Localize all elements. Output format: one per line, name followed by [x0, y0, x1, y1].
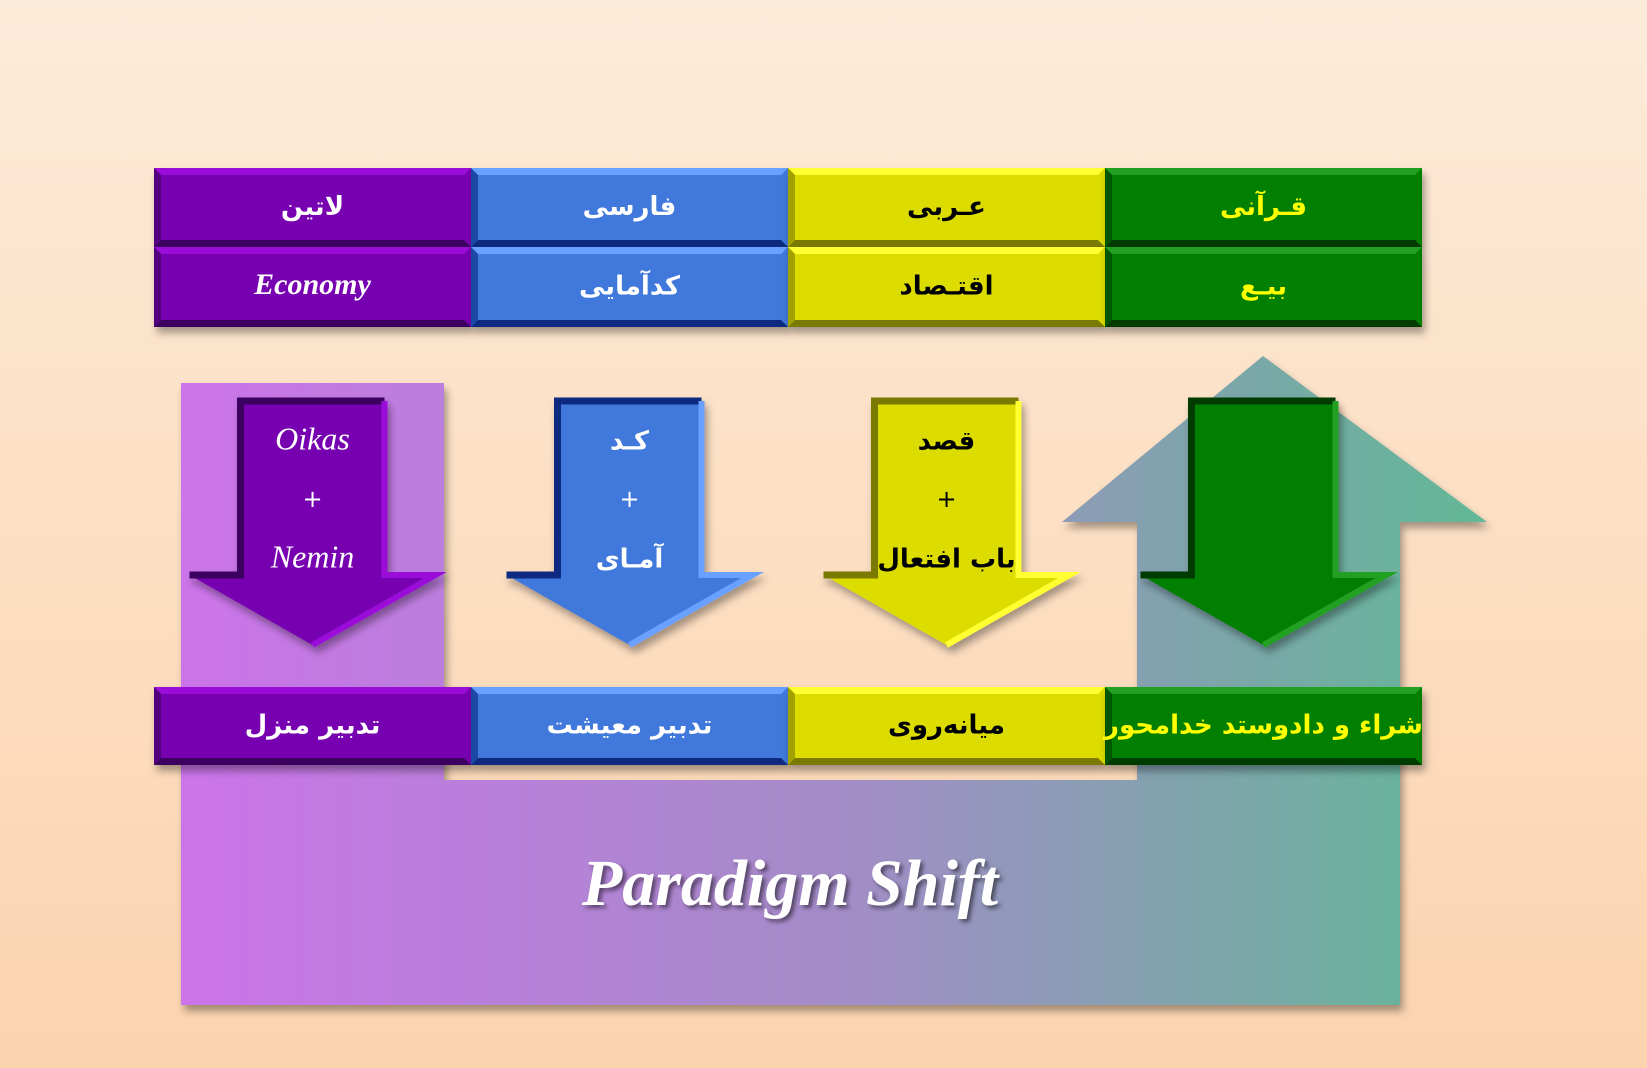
economy-term-2: اقتـصاد: [788, 247, 1105, 327]
bevel-top: [154, 247, 471, 254]
bevel-bottom: [471, 320, 788, 327]
language-header-3-box: [1105, 168, 1422, 247]
meaning-cell-0-box: [154, 687, 471, 765]
arrow-label: آمـای: [596, 543, 665, 575]
arrow-bevel: [1140, 397, 1336, 579]
economy-term-0: Economy: [154, 247, 471, 327]
arrow-bevel-light: [945, 401, 1081, 648]
language-header-2-label: عـربی: [907, 192, 986, 222]
economy-term-2-label: اقتـصاد: [899, 272, 993, 302]
arrow-bevel-light: [628, 401, 764, 648]
bevel-bottom: [788, 758, 1105, 765]
bevel-left: [1105, 687, 1112, 765]
down-arrow-1: کـد + آمـای: [506, 397, 764, 648]
bevel-left: [154, 687, 161, 765]
meaning-cell-2-box: [788, 687, 1105, 765]
economy-term-3: بیـع: [1105, 247, 1422, 327]
bevel-bottom: [788, 240, 1105, 247]
language-header-1: فارسی: [471, 168, 788, 247]
plus-sign: +: [936, 485, 956, 513]
down-arrow-0: Oikas + Nemin: [189, 397, 447, 648]
arrow-bevel-light: [311, 401, 447, 648]
economy-term-3-box: [1105, 247, 1422, 327]
bevel-left: [471, 687, 478, 765]
economy-term-1-label: کدآمایی: [579, 270, 681, 302]
down-arrow-shape: [506, 401, 753, 645]
bevel-left: [788, 168, 795, 247]
meaning-cell-1-box: [471, 687, 788, 765]
meaning-cell-0: تدبیر منزل: [154, 687, 471, 765]
bevel-top: [788, 247, 1105, 254]
bevel-left: [788, 247, 795, 327]
bevel-top: [471, 687, 788, 694]
meaning-cell-3-label: شراء و دادوستد خدامحور: [1102, 711, 1423, 741]
arrow-label: قصد: [918, 427, 976, 457]
bevel-top: [471, 247, 788, 254]
meaning-cell-3: شراء و دادوستد خدامحور: [1102, 687, 1423, 765]
bevel-bottom: [471, 758, 788, 765]
economy-term-3-label: بیـع: [1240, 272, 1287, 302]
language-header-2-box: [788, 168, 1105, 247]
paradigm-shift-title: Paradigm Shift: [581, 847, 1000, 920]
economy-term-1: کدآمایی: [471, 247, 788, 327]
meaning-cell-2: میانه‌روی: [788, 687, 1105, 765]
down-arrow-2: قصد + باب افتعال: [823, 397, 1081, 648]
bevel-top: [471, 168, 788, 175]
down-arrow-shape: [1140, 401, 1387, 645]
economy-term-1-box: [471, 247, 788, 327]
bevel-top: [154, 168, 471, 175]
bevel-bottom: [154, 240, 471, 247]
bevel-top: [788, 687, 1105, 694]
arrow-label: Nemin: [270, 538, 355, 574]
bevel-top: [1105, 168, 1422, 175]
arrow-bevel: [506, 397, 702, 579]
bevel-bottom: [471, 240, 788, 247]
bevel-bottom: [788, 320, 1105, 327]
economy-term-2-box: [788, 247, 1105, 327]
arrow-bevel: [823, 397, 1019, 579]
bevel-top: [788, 168, 1105, 175]
bevel-top: [1105, 687, 1422, 694]
language-header-0-box: [154, 168, 471, 247]
bevel-bottom: [1105, 320, 1422, 327]
arrow-label: کـد: [610, 427, 650, 457]
bevel-bottom: [154, 320, 471, 327]
meaning-cell-2-label: میانه‌روی: [888, 711, 1005, 741]
language-header-3-label: قـرآنی: [1220, 190, 1307, 222]
bevel-top: [154, 687, 471, 694]
arrow-label: باب افتعال: [877, 545, 1015, 575]
bevel-left: [154, 168, 161, 247]
arrow-bevel-light: [1262, 401, 1398, 648]
language-header-1-label: فارسی: [583, 192, 677, 222]
bevel-bottom: [1105, 758, 1422, 765]
bevel-left: [471, 247, 478, 327]
language-header-2: عـربی: [788, 168, 1105, 247]
language-header-3: قـرآنی: [1105, 168, 1422, 247]
bevel-left: [788, 687, 795, 765]
arrow-label: Oikas: [275, 420, 350, 456]
bevel-bottom: [154, 758, 471, 765]
plus-sign: +: [302, 485, 322, 513]
bevel-left: [1105, 168, 1112, 247]
bevel-left: [471, 168, 478, 247]
down-arrow-3: [1140, 397, 1398, 648]
language-header-0-label: لاتین: [281, 192, 344, 222]
bevel-bottom: [1105, 240, 1422, 247]
down-arrow-shape: [823, 401, 1070, 645]
language-header-0: لاتین: [154, 168, 471, 247]
meaning-cell-3-box: [1105, 687, 1422, 765]
meaning-cell-1: تدبیر معیشت: [471, 687, 788, 765]
shift-background-band: [181, 356, 1487, 1005]
bevel-top: [1105, 247, 1422, 254]
meaning-cell-0-label: تدبیر منزل: [245, 711, 381, 741]
bevel-left: [1105, 247, 1112, 327]
plus-sign: +: [619, 485, 639, 513]
down-arrow-shape: [189, 401, 436, 645]
bevel-left: [154, 247, 161, 327]
economy-term-0-box: [154, 247, 471, 327]
arrow-bevel: [189, 397, 385, 579]
economy-term-0-label: Economy: [253, 268, 371, 301]
meaning-cell-1-label: تدبیر معیشت: [547, 711, 713, 741]
language-header-1-box: [471, 168, 788, 247]
